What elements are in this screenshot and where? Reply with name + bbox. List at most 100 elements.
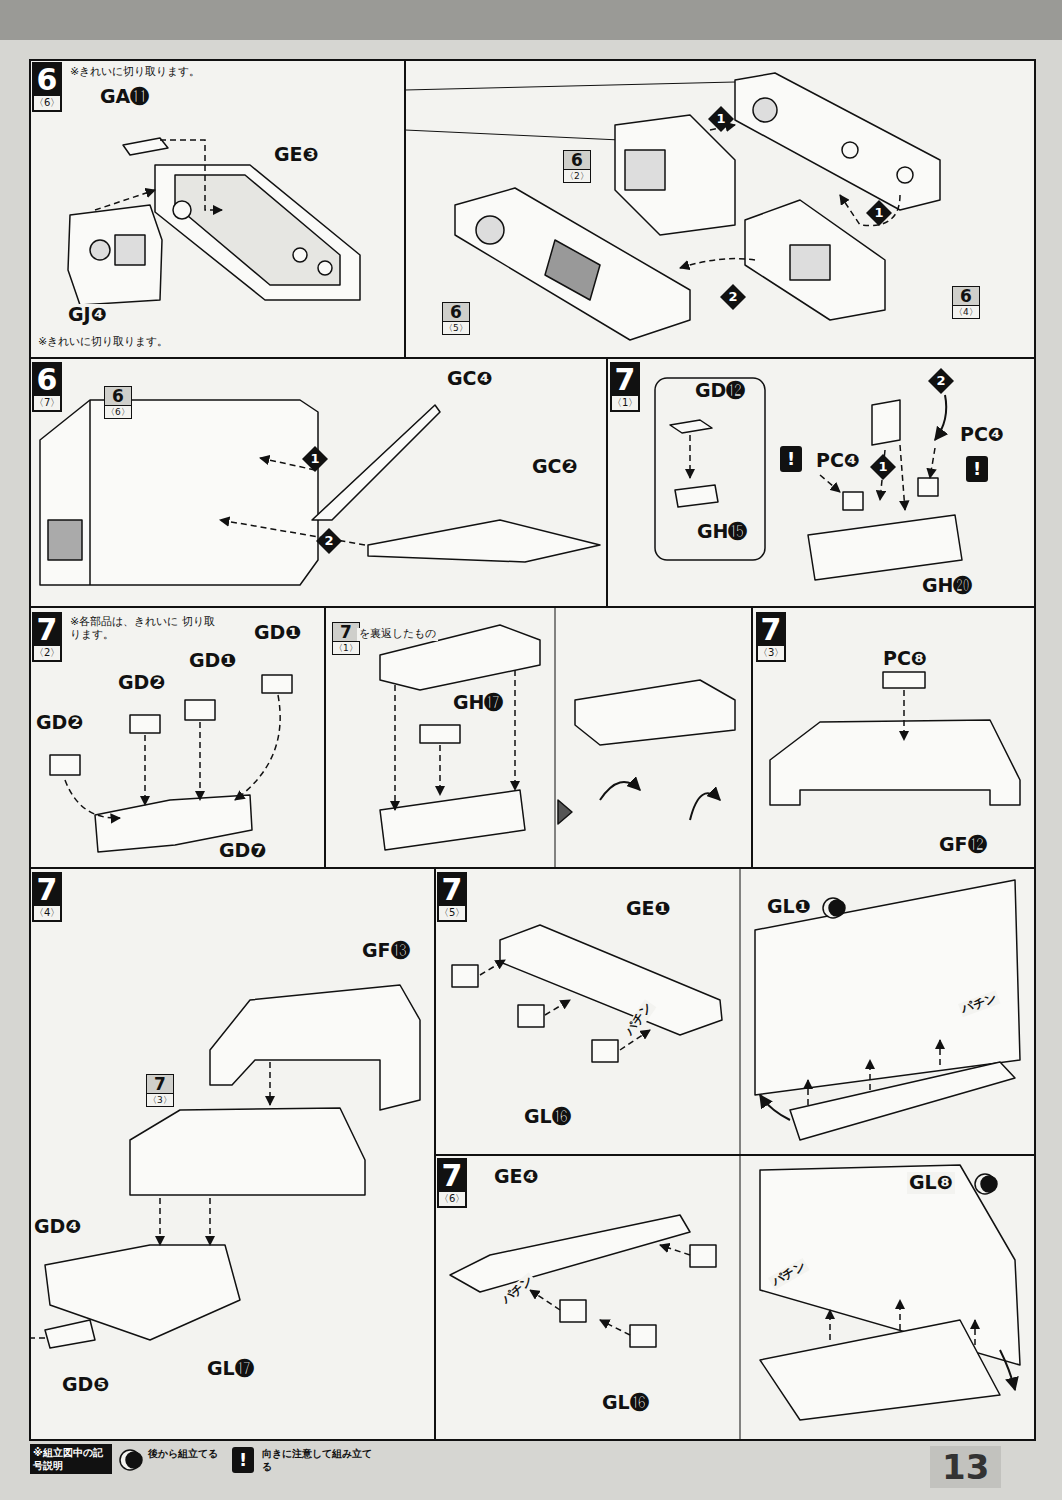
step-badge: 6〈7〉 xyxy=(32,362,62,412)
subassembly-badge: 6〈5〉 xyxy=(442,302,470,335)
badge-subtext: 〈7〉 xyxy=(34,396,60,410)
part-label: GD❹ xyxy=(32,1216,83,1238)
subassembly-badge: 6〈2〉 xyxy=(563,150,591,183)
badge-text: 6 xyxy=(564,151,590,169)
part-label: GD❶ xyxy=(187,650,238,672)
sound-effect: パチン xyxy=(498,1272,538,1308)
part-label: GE❶ xyxy=(624,898,673,920)
part-label: GL❽ xyxy=(907,1172,955,1194)
badge-subtext: 〈3〉 xyxy=(758,646,784,660)
part-label: GC❷ xyxy=(530,456,580,478)
badge-text: 6 xyxy=(443,303,469,321)
badge-subtext: 〈4〉 xyxy=(953,305,979,318)
subassembly-badge: 6〈4〉 xyxy=(952,286,980,319)
badge-text: ! xyxy=(973,456,981,482)
part-label: GJ❹ xyxy=(66,304,109,326)
badge-text: 1 xyxy=(708,106,734,132)
note-text: ※各部品は、きれいに 切り取ります。 xyxy=(68,616,222,641)
order-diamond: 1 xyxy=(870,454,896,480)
part-label: GC❹ xyxy=(445,368,495,390)
part-label: GD⓬ xyxy=(693,380,747,402)
legend-heading-box: ※組立図中の記号説明 xyxy=(30,1444,112,1474)
part-label: PC❽ xyxy=(881,648,929,670)
step-badge: 7〈4〉 xyxy=(32,872,62,922)
sound-effect: パチン xyxy=(768,1258,810,1290)
badge-text: 2 xyxy=(316,528,342,554)
badge-text: 6 xyxy=(34,364,60,396)
diamond-fill xyxy=(928,368,954,394)
badge-text: 7 xyxy=(333,623,359,641)
badge-text: 1 xyxy=(302,446,328,472)
badge-text: 13 xyxy=(942,1446,989,1488)
step-badge: 7〈3〉 xyxy=(756,612,786,662)
badge-subtext: 〈4〉 xyxy=(34,906,60,920)
badge-text: ! xyxy=(787,446,795,472)
part-label: GL⓰ xyxy=(600,1392,651,1414)
part-label: GL❶ xyxy=(765,896,813,918)
caution-mark: ! xyxy=(780,446,802,472)
diamond-fill xyxy=(302,446,328,472)
badge-subtext: 〈6〉 xyxy=(34,96,60,110)
note-text: ※きれいに切り取ります。 xyxy=(68,66,202,79)
badge-text: 7 xyxy=(612,364,638,396)
caution-mark: ! xyxy=(966,456,988,482)
order-diamond: 2 xyxy=(720,284,746,310)
diamond-fill xyxy=(316,528,342,554)
page-number-box: 13 xyxy=(930,1446,1001,1488)
part-label: PC❹ xyxy=(814,450,862,472)
badge-text: 7 xyxy=(758,614,784,646)
diamond-fill xyxy=(866,200,892,226)
step-badge: 7〈5〉 xyxy=(437,872,467,922)
legend-text: 後から組立てる xyxy=(148,1447,220,1460)
part-label: GL⓰ xyxy=(522,1106,573,1128)
badge-text: 2 xyxy=(720,284,746,310)
badge-text: 7 xyxy=(34,874,60,906)
order-diamond: 1 xyxy=(866,200,892,226)
part-label: GA⓫ xyxy=(98,86,151,108)
diamond-fill xyxy=(708,106,734,132)
badge-subtext: 〈5〉 xyxy=(443,321,469,334)
part-label: GH⓱ xyxy=(451,692,506,714)
diamond-fill xyxy=(870,454,896,480)
badge-text: 7 xyxy=(34,614,60,646)
step-badge: 7〈1〉 xyxy=(610,362,640,412)
sound-effect: パチン xyxy=(622,999,656,1040)
order-diamond: 1 xyxy=(708,106,734,132)
badge-subtext: 〈2〉 xyxy=(564,169,590,182)
part-label: GD❼ xyxy=(217,840,268,862)
diamond-fill xyxy=(720,284,746,310)
step-badge: 7〈6〉 xyxy=(437,1158,467,1208)
part-label: GH⓯ xyxy=(695,521,750,543)
part-label: GD❷ xyxy=(116,672,167,694)
badge-subtext: 〈5〉 xyxy=(439,906,465,920)
step-badge: 7〈2〉 xyxy=(32,612,62,662)
badge-text: 6 xyxy=(953,287,979,305)
part-label: GE❸ xyxy=(272,144,321,166)
badge-text: 6 xyxy=(34,64,60,96)
badge-text: 7 xyxy=(147,1075,173,1093)
note-text: ※きれいに切り取ります。 xyxy=(36,336,170,349)
badge-text: 1 xyxy=(870,454,896,480)
badge-subtext: 〈3〉 xyxy=(147,1093,173,1106)
badge-subtext: 〈1〉 xyxy=(612,396,638,410)
part-label: GL⓱ xyxy=(205,1358,256,1380)
part-label: PC❹ xyxy=(958,424,1006,446)
part-label: GD❺ xyxy=(60,1374,111,1396)
badge-text: 6 xyxy=(105,387,131,405)
sound-effect: パチン xyxy=(958,990,1000,1017)
part-label: GE❹ xyxy=(492,1166,541,1188)
badge-subtext: 〈6〉 xyxy=(439,1192,465,1206)
badge-subtext: 〈1〉 xyxy=(333,641,359,654)
badge-text: 2 xyxy=(928,368,954,394)
badge-text: ! xyxy=(239,1447,247,1473)
badge-text: ※組立図中の記号説明 xyxy=(33,1446,109,1472)
part-label: GH⓴ xyxy=(920,575,975,597)
caution-mark: ! xyxy=(232,1447,254,1473)
subassembly-badge: 7〈1〉 xyxy=(332,622,360,655)
part-label: GF⓭ xyxy=(360,940,412,962)
part-label: GD❷ xyxy=(34,712,85,734)
legend-text: 向きに注意して組み立てる xyxy=(262,1447,372,1473)
badge-text: 7 xyxy=(439,874,465,906)
subassembly-badge: 7〈3〉 xyxy=(146,1074,174,1107)
